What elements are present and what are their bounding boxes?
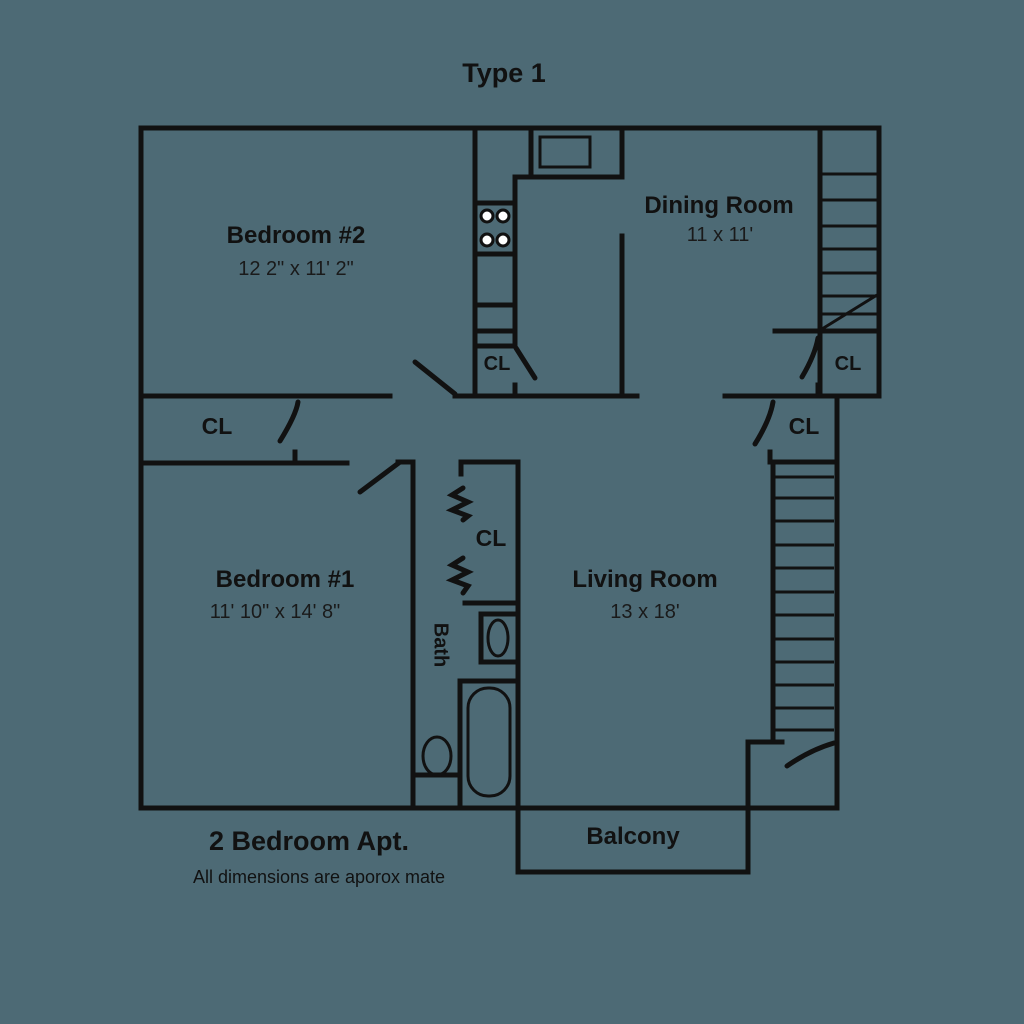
bedroom1-dimensions: 11' 10" x 14' 8" (209, 601, 341, 623)
dimensions-note: All dimensions are aporox mate (192, 867, 446, 887)
toilet (421, 735, 453, 777)
plan-title: Type 1 (462, 58, 546, 88)
apartment-type-label: 2 Bedroom Apt. (208, 826, 410, 856)
balcony-label: Balcony (586, 823, 680, 850)
bedroom1-label: Bedroom #1 (215, 566, 355, 593)
interior-walls (138, 125, 882, 875)
living-dimensions: 13 x 18' (610, 601, 680, 623)
bedroom2-dimensions: 12 2" x 11' 2" (238, 258, 354, 280)
closet-hall-label: CL (201, 413, 233, 439)
stove-burners-icon (479, 208, 511, 248)
sink (538, 135, 592, 169)
closet-living-label: CL (788, 413, 820, 439)
closet-linen-label: CL (475, 525, 507, 551)
bedroom2-label: Bedroom #2 (226, 222, 366, 249)
closet-kitchen-label: CL (483, 353, 511, 375)
closet-dining-label: CL (834, 353, 862, 375)
door-swings (277, 335, 837, 769)
dining-dimensions: 11 x 11' (686, 224, 754, 246)
bath-label: Bath (429, 622, 452, 668)
living-label: Living Room (572, 566, 718, 593)
sink-bath (486, 618, 510, 658)
dining-label: Dining Room (644, 192, 794, 219)
fixtures (421, 135, 592, 798)
bathtub (466, 686, 512, 798)
